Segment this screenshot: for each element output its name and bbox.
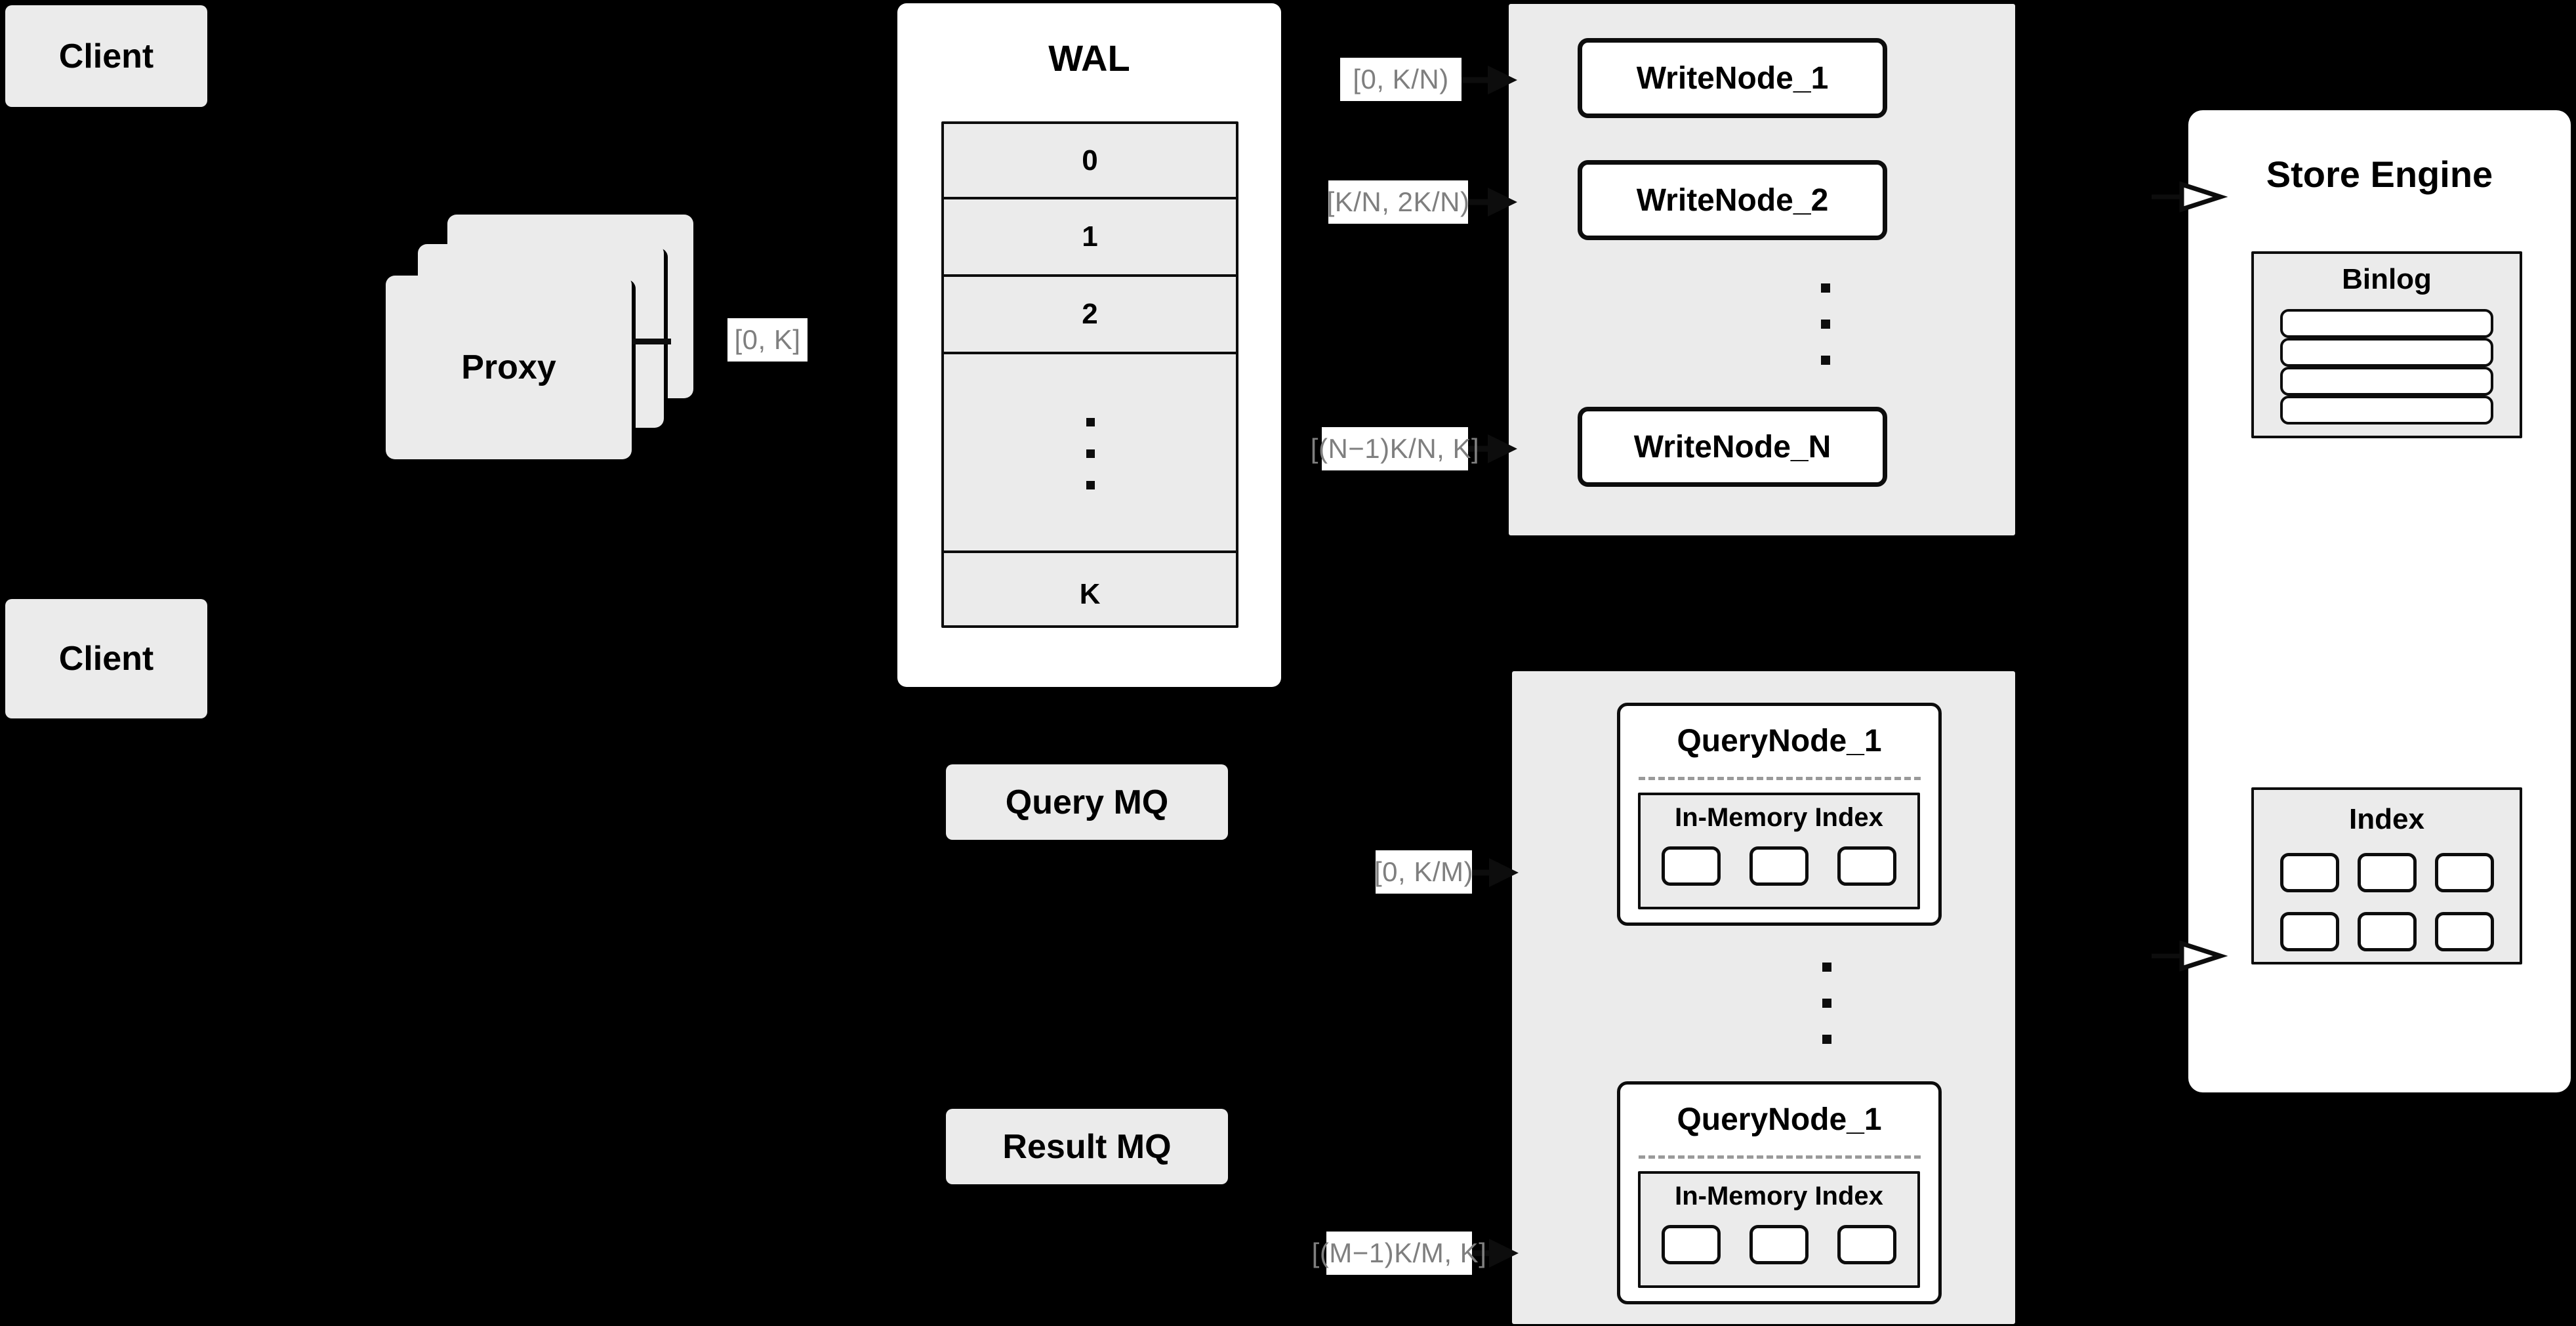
in-memory-index-m-title: In-Memory Index — [1675, 1181, 1883, 1211]
binlog-row — [2280, 338, 2493, 367]
index-cell — [2280, 853, 2339, 892]
index-cell — [2280, 912, 2339, 951]
index-cell — [1749, 846, 1809, 886]
ellipsis-dot — [1086, 418, 1095, 426]
index-cell — [1749, 1225, 1809, 1264]
query-mq-label: Query MQ — [1005, 783, 1169, 821]
proxy-label: Proxy — [461, 348, 556, 386]
write-node-n-range-label: [(N−1)K/N, K] — [1311, 427, 1479, 470]
binlog-row — [2280, 367, 2493, 396]
index-cell — [1837, 1225, 1896, 1264]
wal-row-ellipsis — [944, 354, 1236, 553]
index-cell — [1837, 846, 1896, 886]
index-panel: Index — [2251, 787, 2522, 964]
write-node-n-label: WriteNode_N — [1633, 429, 1831, 465]
client-label-1: Client — [58, 37, 154, 75]
index-cell — [1662, 1225, 1721, 1264]
query-mq-box[interactable]: Query MQ — [946, 764, 1228, 840]
store-engine-panel: Store Engine Binlog Index — [2188, 110, 2571, 1092]
index-cell — [2358, 853, 2417, 892]
binlog-panel: Binlog — [2251, 251, 2522, 438]
client-label-2: Client — [58, 640, 154, 678]
wal-panel: WAL 0 1 2 K — [897, 3, 1281, 687]
write-node-1-range-label: [0, K/N) — [1340, 58, 1462, 101]
index-cell — [2435, 912, 2494, 951]
wal-title: WAL — [1048, 37, 1130, 79]
write-node-1[interactable]: WriteNode_1 — [1578, 38, 1887, 118]
ellipsis-dot — [1821, 283, 1830, 293]
ellipsis-dot — [1086, 449, 1095, 458]
ellipsis-dot — [1821, 320, 1830, 329]
index-cell — [2358, 912, 2417, 951]
store-engine-title: Store Engine — [2266, 153, 2493, 195]
wal-row: 1 — [944, 199, 1236, 277]
query-node-m-divider — [1639, 1155, 1921, 1159]
index-cell — [2435, 853, 2494, 892]
wal-row: K — [1079, 578, 1101, 610]
ellipsis-dot — [1822, 999, 1831, 1008]
proxy-to-wal-connector — [632, 339, 671, 344]
binlog-title: Binlog — [2342, 263, 2432, 295]
index-cell — [1662, 846, 1721, 886]
in-memory-index-m: In-Memory Index — [1638, 1171, 1920, 1288]
binlog-row — [2280, 396, 2493, 425]
proxy-box[interactable]: Proxy — [386, 276, 632, 459]
ellipsis-dot — [1821, 356, 1830, 365]
wal-table: 0 1 2 K — [941, 121, 1238, 628]
query-node-1-range-label: [0, K/M) — [1374, 850, 1473, 894]
arrow-to-index — [2152, 940, 2228, 972]
query-node-m-label: QueryNode_1 — [1677, 1102, 1882, 1137]
wal-row: 2 — [944, 277, 1236, 354]
result-mq-label: Result MQ — [1002, 1127, 1172, 1166]
index-title: Index — [2349, 803, 2424, 835]
write-node-cluster: WriteNode_1 WriteNode_2 WriteNode_N — [1509, 4, 2015, 535]
proxy-range-label: [0, K] — [727, 318, 808, 362]
write-node-1-label: WriteNode_1 — [1636, 60, 1829, 96]
result-mq-box[interactable]: Result MQ — [946, 1109, 1228, 1184]
write-node-n[interactable]: WriteNode_N — [1578, 407, 1887, 487]
query-node-m-range-label: [(M−1)K/M, K] — [1312, 1232, 1486, 1275]
query-node-1[interactable]: QueryNode_1 In-Memory Index — [1617, 703, 1942, 926]
write-node-2-label: WriteNode_2 — [1636, 182, 1829, 218]
query-node-cluster: QueryNode_1 In-Memory Index QueryNode_1 — [1512, 671, 2015, 1324]
query-node-1-label: QueryNode_1 — [1677, 723, 1882, 758]
query-node-m[interactable]: QueryNode_1 In-Memory Index — [1617, 1081, 1942, 1304]
in-memory-index-1: In-Memory Index — [1638, 793, 1920, 909]
client-box-2[interactable]: Client — [5, 599, 207, 718]
ellipsis-dot — [1822, 963, 1831, 972]
in-memory-index-1-title: In-Memory Index — [1675, 802, 1883, 832]
write-node-2-range-label: [K/N, 2K/N) — [1327, 180, 1469, 224]
ellipsis-dot — [1086, 481, 1095, 489]
write-node-2[interactable]: WriteNode_2 — [1578, 160, 1887, 240]
arrow-to-binlog — [2152, 181, 2228, 213]
wal-row: 0 — [944, 124, 1236, 199]
binlog-row — [2280, 309, 2493, 338]
ellipsis-dot — [1822, 1035, 1831, 1044]
query-node-1-divider — [1639, 777, 1921, 780]
client-box-1[interactable]: Client — [5, 5, 207, 107]
